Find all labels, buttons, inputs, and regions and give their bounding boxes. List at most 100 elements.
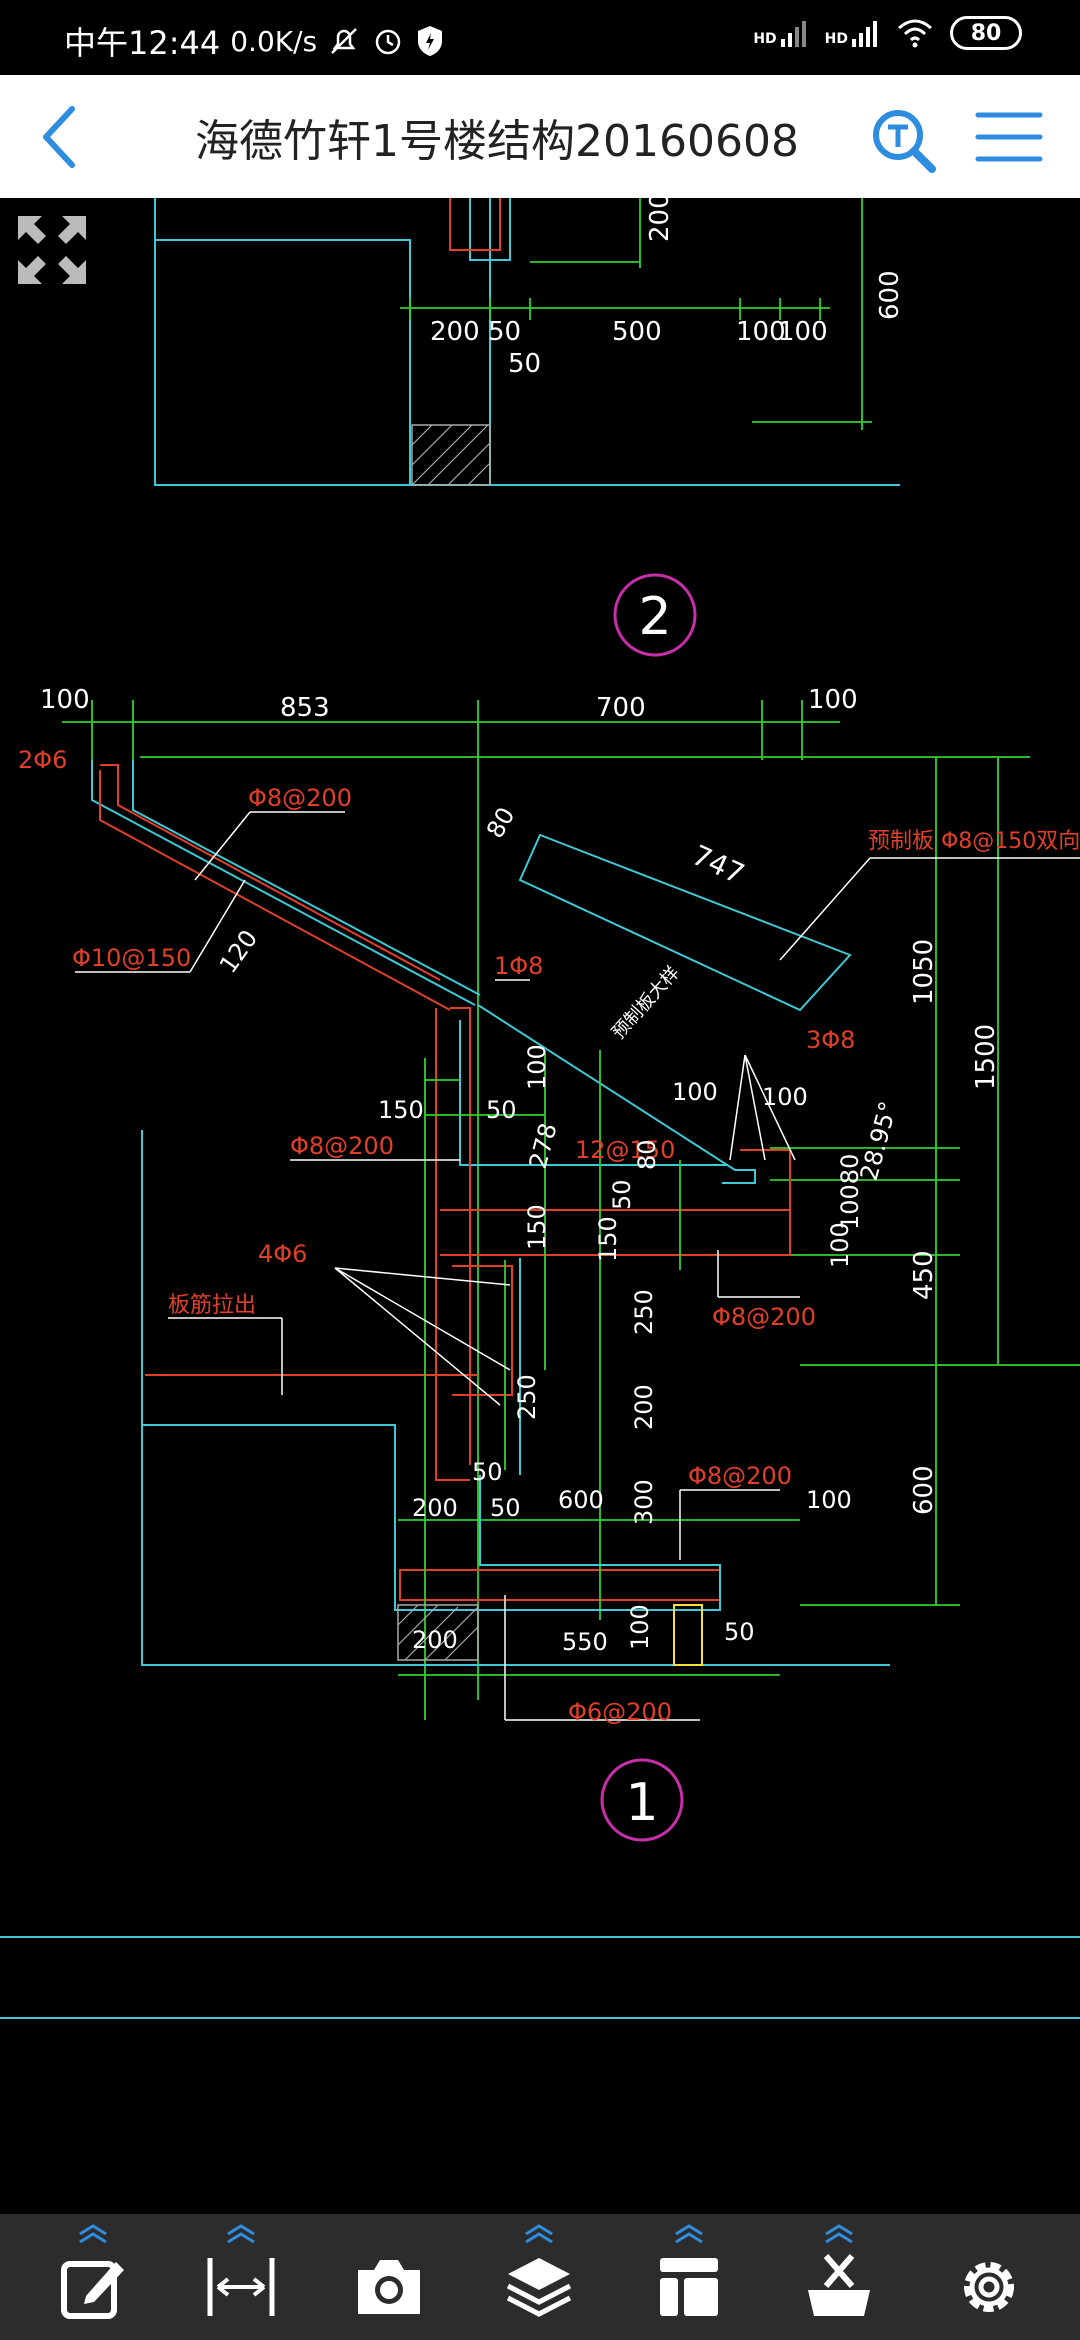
net-speed: 0.0K/s: [230, 24, 318, 58]
settings-icon: [964, 2262, 1014, 2312]
camera-icon: [358, 2260, 420, 2314]
dim-text: 600: [909, 1465, 939, 1515]
dim-text: 250: [630, 1289, 658, 1335]
dim-text: 150: [594, 1216, 622, 1262]
camera-tool[interactable]: [334, 2214, 444, 2340]
dim-text: 28.95°: [855, 1098, 903, 1183]
dim-text: 10080: [836, 1154, 864, 1230]
edit-tool[interactable]: [38, 2214, 148, 2340]
chevron-up-icon: [227, 2224, 255, 2244]
alarm-icon: [375, 29, 401, 55]
dim-text: 100: [40, 685, 90, 715]
dim-text: 1050: [909, 939, 939, 1005]
dim-text: 100: [736, 317, 786, 347]
layout-tool[interactable]: [634, 2214, 744, 2340]
measure-icon: [207, 2258, 275, 2316]
chevron-up-icon: [79, 2224, 107, 2244]
rebar-label: 2Φ6: [18, 746, 67, 774]
dim-text: 600: [558, 1486, 604, 1514]
dim-text: 100: [762, 1083, 808, 1111]
app-header: 海德竹轩1号楼结构20160608: [0, 75, 1080, 198]
dim-text: 200: [412, 1494, 458, 1522]
dim-text: 200: [430, 317, 480, 347]
fullscreen-button[interactable]: [14, 212, 90, 288]
dim-text: 600: [875, 270, 905, 320]
dim-text: 50: [724, 1618, 755, 1646]
dim-text: 450: [909, 1250, 939, 1300]
measure-tool[interactable]: [186, 2214, 296, 2340]
signal-hd-2: HD: [825, 19, 880, 47]
dim-text: 278: [524, 1120, 563, 1171]
bottom-toolbar: [0, 2214, 1080, 2340]
rebar-label: 4Φ6: [258, 1240, 307, 1268]
toolbox-tool[interactable]: [784, 2214, 894, 2340]
dim-text: 50: [508, 349, 541, 379]
rebar-label: 1Φ8: [494, 952, 543, 980]
signal-hd-1: HD: [753, 19, 808, 47]
rebar-label: Φ8@200: [712, 1303, 816, 1331]
layout-icon: [660, 2258, 718, 2316]
hatch-area: [411, 424, 491, 486]
layers-tool[interactable]: [484, 2214, 594, 2340]
dim-text: 50: [486, 1096, 517, 1124]
dim-text: 50: [608, 1179, 636, 1210]
dim-text: 100: [806, 1486, 852, 1514]
section-marker-label: 2: [638, 587, 671, 647]
text-search-button[interactable]: [868, 105, 940, 177]
chevron-up-icon: [825, 2224, 853, 2244]
edit-icon: [61, 2261, 124, 2319]
cad-drawing: 200 50 500 100 100 50 600 200 2 100 853: [0, 198, 1080, 2019]
dim-text: 200: [630, 1384, 658, 1430]
dim-text: 100: [672, 1078, 718, 1106]
rebar-label: Φ10@150: [72, 944, 191, 972]
wifi-icon: [898, 19, 932, 48]
section-marker-label: 1: [625, 1773, 658, 1833]
mute-icon: [331, 28, 358, 54]
rebar-label: 12@150: [575, 1136, 675, 1164]
dim-text: 100: [523, 1044, 551, 1090]
rebar-label: Φ8@200: [688, 1462, 792, 1490]
rebar-detail: [673, 1604, 703, 1666]
dim-text: 50: [488, 317, 521, 347]
dim-text: 50: [472, 1458, 503, 1486]
back-icon: [43, 106, 75, 168]
layers-icon: [506, 2258, 572, 2317]
chevron-up-icon: [525, 2224, 553, 2244]
dim-text: 150: [378, 1096, 424, 1124]
dim-text: 150: [523, 1204, 551, 1250]
drawing-canvas[interactable]: 200 50 500 100 100 50 600 200 2 100 853: [0, 198, 1080, 2214]
dim-text: 80: [481, 803, 521, 843]
rebar-label: 预制板 Φ8@150双向: [868, 829, 1080, 854]
shield-icon: [418, 26, 443, 56]
settings-tool[interactable]: [934, 2214, 1044, 2340]
text-search-icon: [873, 110, 936, 173]
dim-text: 100: [778, 317, 828, 347]
dim-text: 200: [412, 1626, 458, 1654]
signal-icon: [780, 21, 806, 47]
chevron-up-icon: [675, 2224, 703, 2244]
dim-text: 300: [630, 1479, 658, 1525]
rebar-label: Φ8@200: [290, 1132, 394, 1160]
page-title: 海德竹轩1号楼结构20160608: [195, 116, 799, 167]
section-marker: [600, 1758, 684, 1842]
dim-text: 100: [826, 1222, 854, 1268]
rebar-label: 板筋拉出: [168, 1293, 256, 1318]
dim-text: 200: [645, 198, 675, 242]
dim-text: 853: [280, 693, 330, 723]
dim-text: 100: [808, 685, 858, 715]
signal-icon: [852, 21, 877, 47]
toolbox-icon: [808, 2254, 870, 2316]
back-button[interactable]: [30, 105, 90, 169]
dim-text: 50: [490, 1494, 521, 1522]
clock: 中午12:44: [64, 24, 221, 62]
menu-icon: [975, 112, 1043, 162]
menu-button[interactable]: [972, 105, 1046, 169]
dim-text: 500: [612, 317, 662, 347]
dim-text: 80: [633, 1139, 661, 1170]
section-marker: [613, 573, 697, 657]
dim-text: 1500: [971, 1024, 1001, 1090]
status-bar: 中午12:44 0.0K/s HD HD 80: [0, 0, 1080, 75]
dim-text: 预制板大样: [608, 962, 684, 1043]
rebar-label: 3Φ8: [806, 1026, 855, 1054]
rebar-label: Φ8@200: [248, 784, 352, 812]
